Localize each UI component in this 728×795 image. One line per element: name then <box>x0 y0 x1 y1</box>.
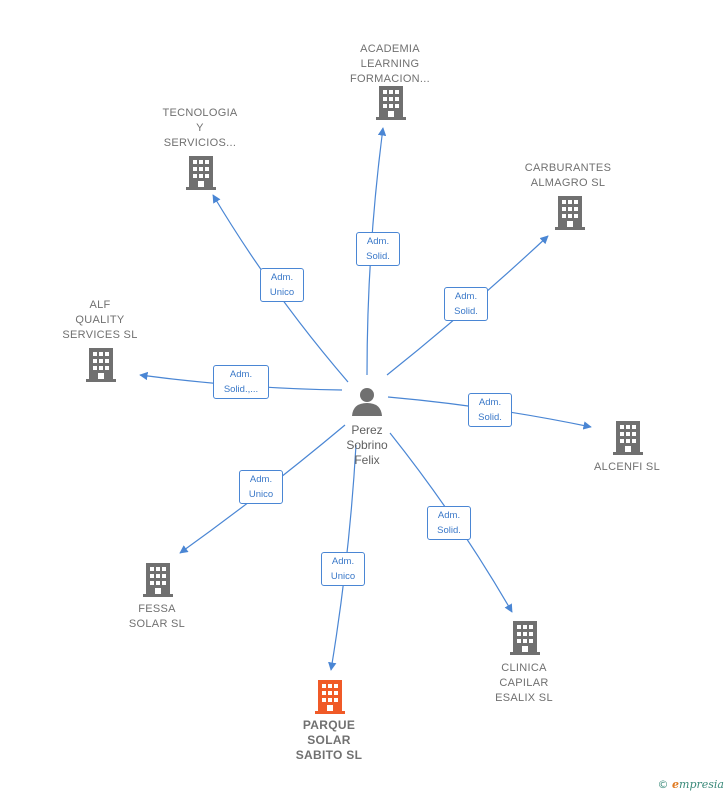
company-label-carburantes[interactable]: CARBURANTES ALMAGRO SL <box>524 162 612 189</box>
building-icon-fessa[interactable] <box>143 563 173 597</box>
company-label-tecnologia[interactable]: TECNOLOGIA Y SERVICIOS... <box>162 107 238 149</box>
person-name[interactable]: Perez Sobrino Felix <box>346 423 388 467</box>
brand-initial: e <box>672 778 680 791</box>
copyright-icon: © <box>657 778 669 791</box>
building-icon-alcenfi[interactable] <box>613 421 643 455</box>
role-badge-alcenfi[interactable]: Adm. Solid. <box>468 393 512 427</box>
icons-layer <box>86 86 643 714</box>
company-label-fessa[interactable]: FESSA SOLAR SL <box>128 603 186 630</box>
person-icon[interactable] <box>352 388 382 416</box>
building-icon-parque[interactable] <box>315 680 345 714</box>
building-icon-clinica[interactable] <box>510 621 540 655</box>
building-icon-alf[interactable] <box>86 348 116 382</box>
building-icon-academia[interactable] <box>376 86 406 120</box>
role-badge-academia[interactable]: Adm. Solid. <box>356 232 400 266</box>
role-badge-parque[interactable]: Adm. Unico <box>321 552 365 586</box>
role-badge-fessa[interactable]: Adm. Unico <box>239 470 283 504</box>
role-badge-alf[interactable]: Adm. Solid.,... <box>213 365 269 399</box>
company-label-parque[interactable]: PARQUE SOLAR SABITO SL <box>295 718 363 762</box>
role-badge-tecnologia[interactable]: Adm. Unico <box>260 268 304 302</box>
company-label-alcenfi[interactable]: ALCENFI SL <box>594 461 660 473</box>
building-icon-carburantes[interactable] <box>555 196 585 230</box>
company-label-alf[interactable]: ALF QUALITY SERVICES SL <box>62 299 138 341</box>
company-label-clinica[interactable]: CLINICA CAPILAR ESALIX SL <box>495 662 553 704</box>
role-badge-carburantes[interactable]: Adm. Solid. <box>444 287 488 321</box>
building-icon-tecnologia[interactable] <box>186 156 216 190</box>
role-badge-clinica[interactable]: Adm. Solid. <box>427 506 471 540</box>
company-label-academia[interactable]: ACADEMIA LEARNING FORMACION... <box>350 43 430 85</box>
brand-name: mpresia <box>679 778 724 791</box>
footer-brand[interactable]: © empresia <box>658 778 724 791</box>
